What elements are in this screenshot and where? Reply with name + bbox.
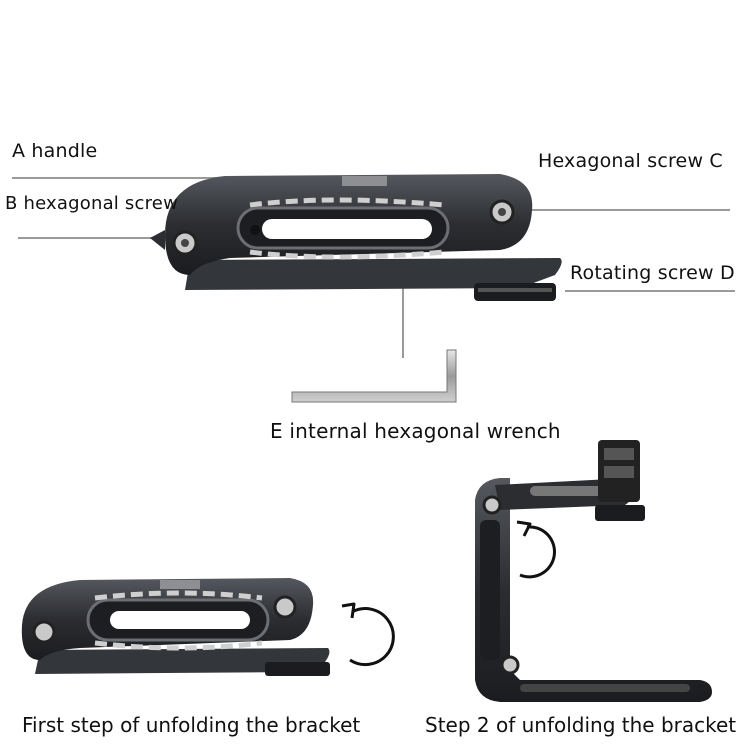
leader-lines <box>12 177 735 358</box>
folded-bracket-main <box>150 174 562 301</box>
unfolded-bracket-step2 <box>475 440 712 702</box>
folded-bracket-step1 <box>21 578 330 676</box>
rotate-arrow-icon <box>516 520 556 579</box>
label-a-handle: A handle <box>12 140 98 162</box>
label-rotating-screw-d: Rotating screw D <box>570 262 735 284</box>
rotate-arrow-icon <box>341 602 395 667</box>
label-b-hexagonal-screw: B hexagonal screw <box>5 193 178 214</box>
hex-wrench <box>291 349 457 403</box>
label-hexagonal-screw-c: Hexagonal screw C <box>538 150 723 172</box>
caption-step-1: First step of unfolding the bracket <box>22 713 361 737</box>
caption-step-2: Step 2 of unfolding the bracket <box>425 713 737 737</box>
label-e-hex-wrench: E internal hexagonal wrench <box>270 419 561 443</box>
